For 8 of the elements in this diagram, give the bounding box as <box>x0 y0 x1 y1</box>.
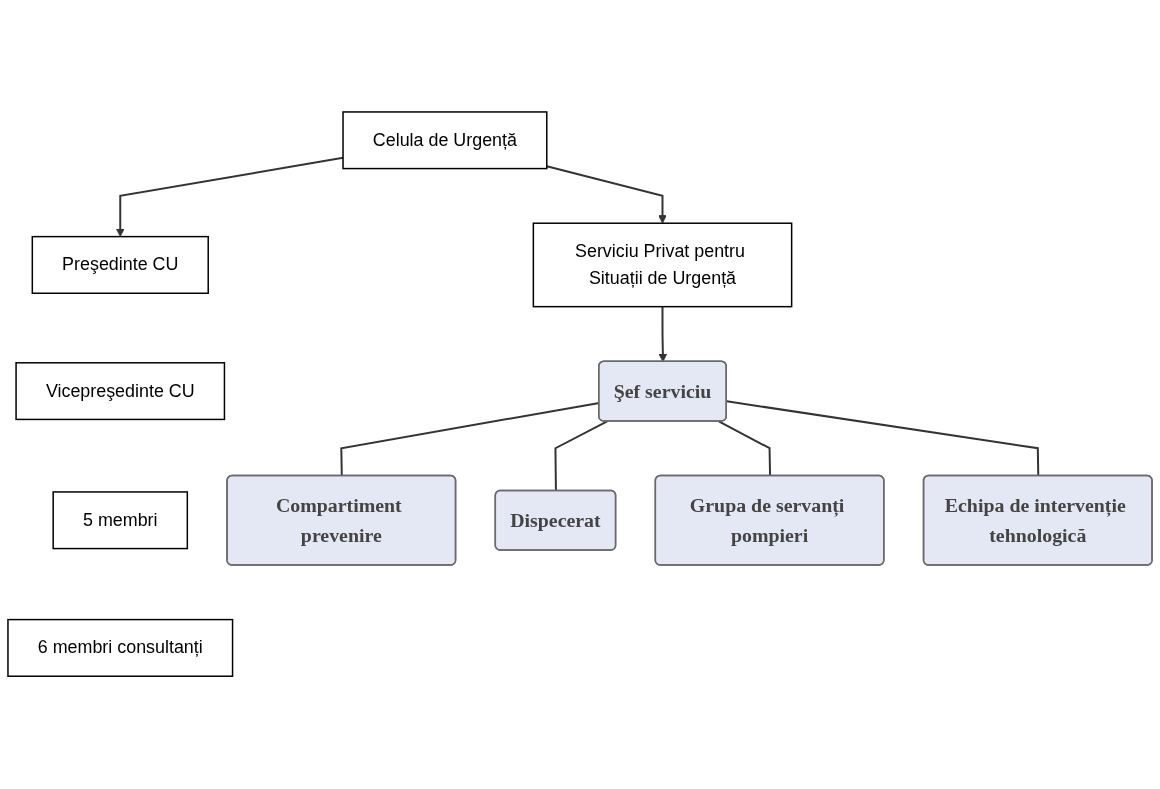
node-box: 6 membri consultanți <box>7 619 234 678</box>
connector-line <box>658 306 668 363</box>
node-box: 5 membri <box>52 491 189 550</box>
node-box: Vicepreşedinte CU <box>15 362 226 421</box>
node-box: Preşedinte CU <box>31 236 209 295</box>
connector-line <box>545 165 667 224</box>
node-box: Serviciu Privat pentru Situații de Urgență <box>532 222 793 308</box>
node-box: Celula de Urgență <box>342 111 548 170</box>
